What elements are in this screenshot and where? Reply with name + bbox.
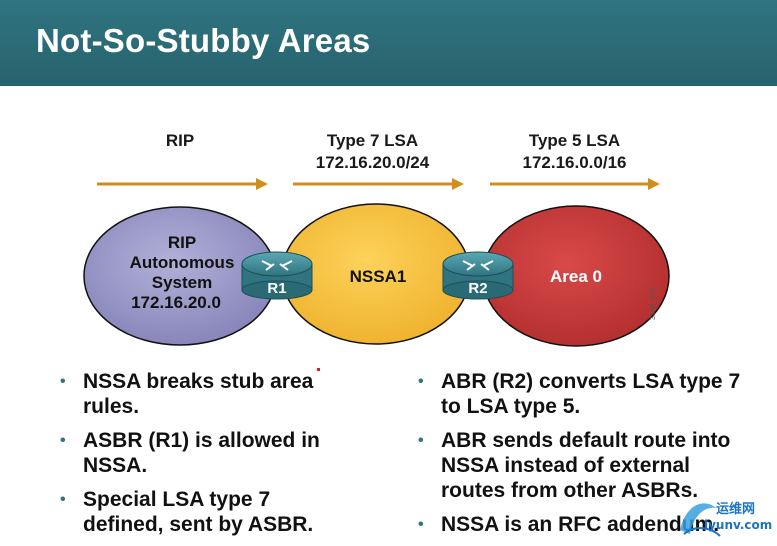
bullet-left-1-line1: NSSA breaks stub area: [83, 370, 314, 393]
bullet-right-3: • NSSA is an RFC addendum.: [418, 512, 777, 537]
nssa1-label: NSSA1: [350, 267, 407, 286]
bullet-right-1-line1: ABR (R2) converts LSA type 7: [441, 370, 741, 393]
area0-label: Area 0: [550, 267, 602, 286]
bullet-right-2-line2: NSSA instead of external: [441, 454, 690, 477]
bullet-right-2-line3: routes from other ASBRs.: [441, 479, 699, 502]
bullet-dot: •: [418, 432, 424, 449]
flow-label-type5-line1: Type 5 LSA: [528, 131, 621, 150]
bullet-left-3-line2: defined, sent by ASBR.: [83, 513, 314, 536]
router-r2-label: R2: [468, 280, 487, 297]
bullet-dot: •: [60, 373, 66, 390]
watermark-logo: 运维网 iyunv.com: [676, 494, 777, 539]
router-r1-label: R1: [267, 280, 286, 297]
bullet-left-1: • NSSA breaks stub area rules.: [60, 369, 380, 419]
flow-label-rip: RIP: [130, 130, 230, 152]
router-r2: R2: [442, 251, 514, 300]
bullet-dot: •: [60, 491, 66, 508]
router-r2-arrows-icon: [462, 260, 494, 271]
bullets-left: • NSSA breaks stub area rules. • ASBR (R…: [60, 369, 380, 546]
flow-label-type7-line2: 172.16.20.0/24: [315, 153, 430, 172]
watermark-text-cn: 运维网: [716, 502, 756, 517]
rip-as-label-1: RIP: [168, 233, 196, 252]
red-dot-mark: [317, 368, 320, 371]
watermark-swoosh-icon: [680, 503, 721, 537]
title-bar: Not-So-Stubby Areas: [0, 0, 777, 86]
flow-label-rip-line1: RIP: [165, 131, 195, 150]
bullet-left-3: • Special LSA type 7 defined, sent by AS…: [60, 487, 380, 537]
bullets-right: • ABR (R2) converts LSA type 7 to LSA ty…: [418, 369, 777, 546]
bullet-dot: •: [418, 373, 424, 390]
bullet-right-3-line1: NSSA is an RFC addendum.: [441, 513, 720, 536]
flow-label-type7: Type 7 LSA 172.16.20.0/24: [290, 130, 455, 174]
arrow-rip: [97, 178, 268, 190]
bullet-dot: •: [60, 432, 66, 449]
slide-code: 314P_073: [650, 288, 657, 320]
arrow-type7: [293, 178, 464, 190]
router-r1: R1: [241, 251, 313, 300]
router-r1-arrows-icon: [261, 260, 293, 271]
bullet-right-1-line2: to LSA type 5.: [441, 395, 581, 418]
rip-as-label-3: System: [152, 273, 212, 292]
flow-label-type7-line1: Type 7 LSA: [326, 131, 419, 150]
flow-label-type5: Type 5 LSA 172.16.0.0/16: [492, 130, 657, 174]
bullet-left-3-line1: Special LSA type 7: [83, 488, 271, 511]
rip-as-label-2: Autonomous: [130, 253, 235, 272]
bullet-dot: •: [418, 516, 424, 533]
bullet-left-1-line2: rules.: [83, 395, 140, 418]
arrow-type5: [490, 178, 660, 190]
slide-title: Not-So-Stubby Areas: [36, 22, 371, 59]
bullet-left-2-line2: NSSA.: [83, 454, 148, 477]
bullet-right-1: • ABR (R2) converts LSA type 7 to LSA ty…: [418, 369, 777, 419]
flow-label-type5-line2: 172.16.0.0/16: [522, 153, 627, 172]
watermark-text-url: iyunv.com: [704, 518, 773, 532]
bullet-right-2: • ABR sends default route into NSSA inst…: [418, 428, 777, 503]
rip-as-label-4: 172.16.20.0: [131, 293, 221, 312]
bullet-left-2: • ASBR (R1) is allowed in NSSA.: [60, 428, 380, 478]
bullet-left-2-line1: ASBR (R1) is allowed in: [83, 429, 320, 452]
bullet-right-2-line1: ABR sends default route into: [441, 429, 731, 452]
